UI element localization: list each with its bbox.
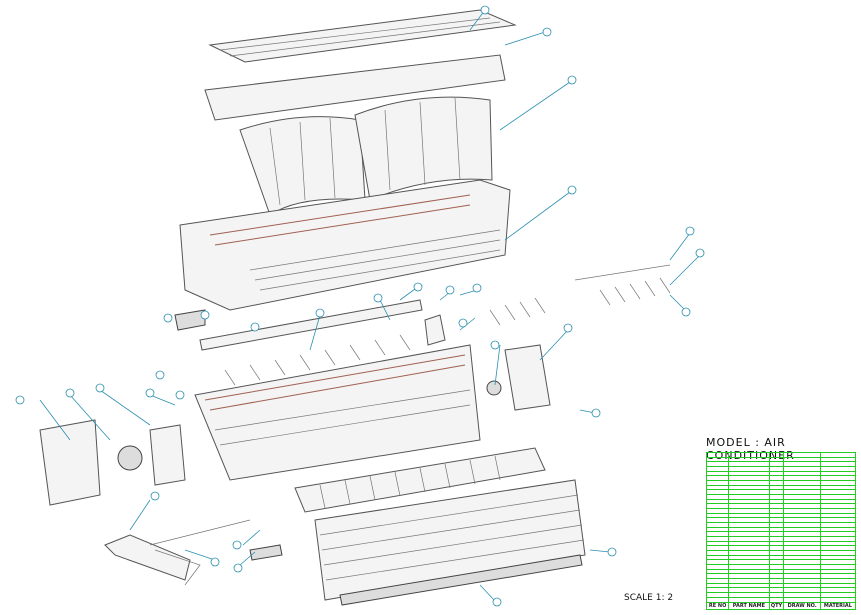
louvers (174, 264, 671, 386)
scale-label: SCALE 1: 2 (624, 593, 674, 603)
top-grille (204, 9, 517, 121)
air-filters (239, 96, 493, 216)
piping (104, 519, 283, 586)
front-panel (179, 179, 511, 311)
side-parts (39, 314, 551, 506)
header-part-name: PART NAME (728, 601, 770, 611)
header-ref-no: RE NO (705, 601, 730, 611)
chassis (194, 344, 481, 481)
cross-flow-fan (294, 447, 546, 513)
table-header-row: RE NO PART NAME QTY DRAW NO. MATERIAL (705, 601, 857, 611)
header-material: MATERIAL (819, 601, 857, 611)
evaporator (314, 479, 586, 606)
header-draw-no: DRAW NO. (783, 601, 821, 611)
parts-list-table: RE NO PART NAME QTY DRAW NO. MATERIAL (705, 452, 857, 611)
callouts (15, 5, 705, 607)
header-qty: QTY (768, 601, 785, 611)
